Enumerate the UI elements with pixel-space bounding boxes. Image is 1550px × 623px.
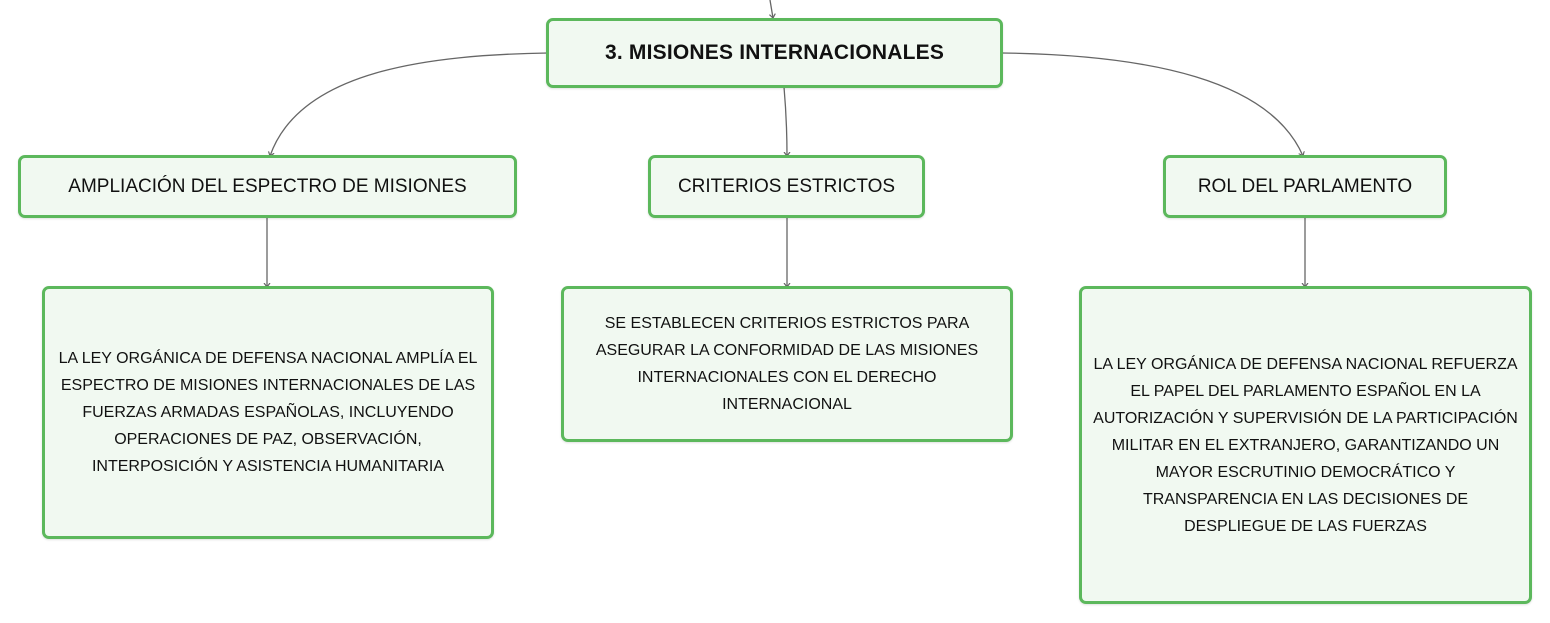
root-topic-label: 3. MISIONES INTERNACIONALES xyxy=(604,41,945,64)
connector-parent-to-root xyxy=(770,0,773,18)
branch-label-ampliacion: AMPLIACIÓN DEL ESPECTRO DE MISIONES xyxy=(68,175,467,197)
root-topic-node[interactable]: 3. MISIONES INTERNACIONALES xyxy=(546,18,1003,88)
detail-text-ampliacion: LA LEY ORGÁNICA DE DEFENSA NACIONAL AMPL… xyxy=(58,350,478,475)
branch-label-criterios: CRITERIOS ESTRICTOS xyxy=(677,175,896,197)
connector-root-to-branch-1 xyxy=(270,52,549,156)
detail-node-rol-parlamento[interactable]: LA LEY ORGÁNICA DE DEFENSA NACIONAL REFU… xyxy=(1079,286,1532,604)
detail-node-ampliacion[interactable]: LA LEY ORGÁNICA DE DEFENSA NACIONAL AMPL… xyxy=(42,286,494,539)
detail-node-criterios[interactable]: SE ESTABLECEN CRITERIOS ESTRICTOS PARA A… xyxy=(561,286,1013,442)
branch-node-criterios[interactable]: CRITERIOS ESTRICTOS xyxy=(648,155,925,218)
branch-label-rol-parlamento: ROL DEL PARLAMENTO xyxy=(1197,175,1413,197)
branch-node-rol-parlamento[interactable]: ROL DEL PARLAMENTO xyxy=(1163,155,1447,218)
connector-root-to-branch-3 xyxy=(1001,52,1303,156)
detail-text-rol-parlamento: LA LEY ORGÁNICA DE DEFENSA NACIONAL REFU… xyxy=(1093,355,1518,535)
connector-root-to-branch-2 xyxy=(783,86,787,156)
detail-text-criterios: SE ESTABLECEN CRITERIOS ESTRICTOS PARA A… xyxy=(595,315,979,413)
branch-node-ampliacion[interactable]: AMPLIACIÓN DEL ESPECTRO DE MISIONES xyxy=(18,155,517,218)
